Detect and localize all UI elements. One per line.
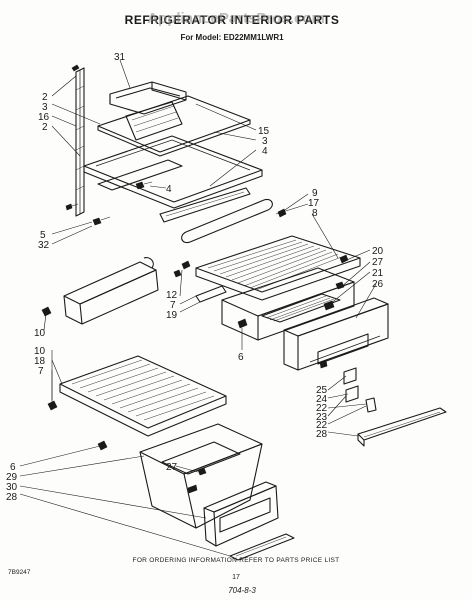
callout-25: 25 [316,385,328,396]
callout-29: 29 [6,472,18,483]
callout-12: 12 [166,290,178,301]
shelf-front-trim [159,187,273,244]
shelf-support-rail [71,64,85,217]
callout-2: 2 [42,122,48,133]
callout-30: 30 [6,482,18,493]
callout-labels: 31 2 3 16 2 15 3 4 4 5 32 9 17 8 20 27 2… [6,52,384,503]
callout-27: 27 [372,257,384,268]
callout-18: 18 [34,356,46,367]
callout-9: 9 [312,188,318,199]
callout-7: 7 [38,366,44,377]
callout-6: 6 [238,352,244,363]
watermark-text: AppliancePartsPros.com [147,10,325,27]
crisper-drawer-lower-front [203,481,295,561]
callout-6: 6 [10,462,16,473]
handwritten-code: 704-8-3 [228,586,256,595]
callout-17: 17 [308,198,320,209]
screw-parts-upper-left [65,181,153,226]
model-line: For Model: ED22MM1LWR1 [180,33,284,42]
callout-23: 23 [316,412,328,423]
drawer-trim-lower-right [357,407,447,447]
shelf-side-rail-19 [181,260,227,303]
callout-28: 28 [6,492,18,503]
callout-24: 24 [316,394,328,405]
diagram-title: REFRIGERATOR INTERIOR PARTS [125,13,340,27]
leader-lines [19,59,377,557]
callout-10: 10 [34,328,46,339]
diagram-code: 7B9247 [8,569,31,576]
callout-19: 19 [166,310,178,321]
drawer-slide-clips [173,208,349,329]
callout-7: 7 [170,300,176,311]
glass-shelf-lower [59,355,227,437]
crisper-drawer-lower [139,423,263,529]
callout-10: 10 [34,346,46,357]
callout-32: 32 [38,240,50,251]
callout-2: 2 [42,92,48,103]
crisper-cover-front-32 [63,257,159,325]
glass-shelf-upper [83,135,263,209]
dairy-bin-31 [97,81,251,157]
callout-31: 31 [114,52,126,63]
callout-4: 4 [166,184,172,195]
callout-21: 21 [372,268,384,279]
callout-15: 15 [258,126,270,137]
callout-22: 22 [316,403,328,414]
callout-4: 4 [262,146,268,157]
shelf-bracket-lower [41,306,108,451]
callout-16: 16 [38,112,50,123]
callout-22: 22 [316,420,328,431]
callout-5: 5 [40,230,46,241]
callout-3: 3 [262,136,268,147]
callout-27: 27 [166,462,178,473]
humidity-control-parts [319,359,377,413]
callout-26: 26 [372,279,384,290]
callout-20: 20 [372,246,384,257]
callout-8: 8 [312,208,318,219]
callout-3: 3 [42,102,48,113]
shelf-glass-center [195,235,361,301]
ordering-note: FOR ORDERING INFORMATION REFER TO PARTS … [133,557,340,564]
callout-28: 28 [316,429,328,440]
page-number: 17 [232,574,240,581]
crisper-drawer-upper [221,267,389,371]
